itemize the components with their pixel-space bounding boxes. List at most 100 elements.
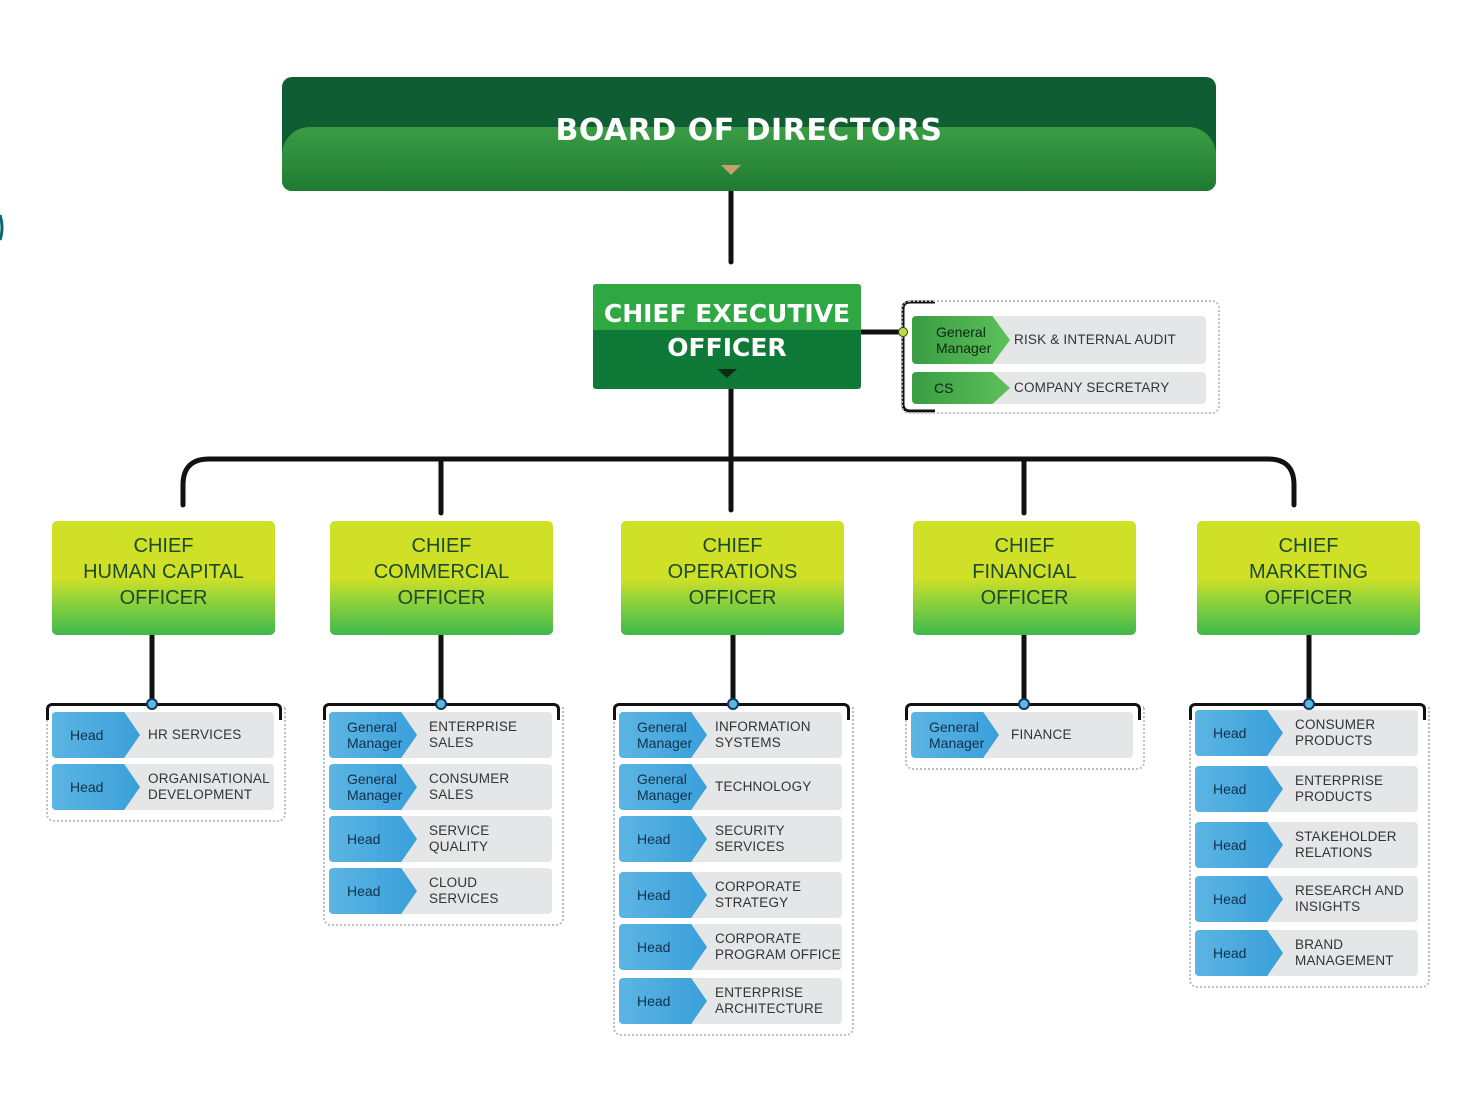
role-tag: Head — [619, 816, 707, 862]
role-tag: Head — [52, 764, 140, 810]
role-label: Head — [637, 993, 671, 1009]
dept-label: COMPANY SECRETARY — [1014, 380, 1170, 395]
dept-line: PROGRAM OFFICE — [715, 947, 841, 962]
role-label: General Manager — [347, 719, 403, 751]
role-tag: General Manager — [329, 764, 417, 810]
role-label: Head — [347, 831, 381, 847]
dept-line: RESEARCH AND — [1295, 883, 1404, 898]
dept-line: SECURITY — [715, 823, 785, 838]
dept-line: RELATIONS — [1295, 845, 1373, 860]
role-label: General Manager — [929, 719, 985, 751]
role-label: Head — [1213, 781, 1247, 797]
chief-box-human-capital: CHIEF HUMAN CAPITAL OFFICER — [52, 521, 275, 635]
dept-line: CONSUMER — [429, 771, 510, 786]
dept-line: HR SERVICES — [148, 727, 242, 742]
dept-label: FINANCE — [1011, 712, 1072, 758]
dept-line: SERVICE — [429, 823, 490, 838]
dept-line: ENTERPRISE — [1295, 773, 1384, 788]
dept-line: SERVICES — [715, 839, 785, 854]
role-tag: Head — [1195, 876, 1283, 922]
dept-line: INFORMATION — [715, 719, 811, 734]
role-label: Head — [1213, 837, 1247, 853]
unit-row: General Manager TECHNOLOGY — [619, 764, 842, 810]
dept-line: ENTERPRISE — [715, 985, 804, 1000]
dept-line: SERVICES — [429, 891, 499, 906]
role-label: Head — [347, 883, 381, 899]
role-tag: Head — [329, 868, 417, 914]
role-label: General Manager — [637, 719, 693, 751]
role-tag: Head — [1195, 930, 1283, 976]
role-tag: Head — [1195, 822, 1283, 868]
connector-dot-icon — [1303, 698, 1315, 710]
dept-line: CLOUD — [429, 875, 478, 890]
group-bracket — [46, 703, 282, 720]
unit-group — [323, 706, 564, 926]
role-tag: General Manager — [619, 764, 707, 810]
role-label: Head — [1213, 725, 1247, 741]
role-tag: General Manager — [329, 712, 417, 758]
ceo-box: CHIEF EXECUTIVE OFFICER — [593, 284, 861, 389]
role-label: General Manager — [637, 771, 693, 803]
connector-dot-icon — [1018, 698, 1030, 710]
role-tag: Head — [1195, 766, 1283, 812]
dept-line: PRODUCTS — [1295, 789, 1373, 804]
dept-line: ENTERPRISE — [429, 719, 518, 734]
unit-group — [1189, 706, 1430, 988]
role-tag: Head — [52, 712, 140, 758]
board-of-directors-box: BOARD OF DIRECTORS — [282, 77, 1216, 191]
unit-group — [613, 706, 854, 1036]
dept-line: STRATEGY — [715, 895, 789, 910]
unit-group — [905, 706, 1145, 770]
dept-line: CONSUMER — [1295, 717, 1376, 732]
role-label: Head — [1213, 945, 1247, 961]
chief-box-commercial: CHIEF COMMERCIAL OFFICER — [330, 521, 553, 635]
role-tag: General Manager — [912, 316, 1010, 364]
chief-box-marketing: CHIEF MARKETING OFFICER — [1197, 521, 1420, 635]
dept-line: TECHNOLOGY — [715, 779, 812, 794]
connector-dot-icon — [435, 698, 447, 710]
dept-line: QUALITY — [429, 839, 489, 854]
role-label: Head — [70, 779, 104, 795]
role-tag: Head — [329, 816, 417, 862]
role-tag: Head — [1195, 710, 1283, 756]
dept-label: HR SERVICES — [148, 712, 241, 758]
dept-line: SALES — [429, 735, 474, 750]
role-tag: General Manager — [619, 712, 707, 758]
role-label: Head — [637, 887, 671, 903]
down-arrow-icon — [717, 369, 737, 378]
dept-line: DEVELOPMENT — [148, 787, 253, 802]
role-tag: Head — [619, 978, 707, 1024]
role-tag: General Manager — [911, 712, 999, 758]
role-label: General Manager — [347, 771, 403, 803]
chief-box-operations: CHIEF OPERATIONS OFFICER — [621, 521, 844, 635]
dept-line: SALES — [429, 787, 474, 802]
dept-line: CORPORATE — [715, 931, 802, 946]
unit-row: CS COMPANY SECRETARY — [912, 372, 1206, 404]
dept-label: TECHNOLOGY — [715, 764, 812, 810]
